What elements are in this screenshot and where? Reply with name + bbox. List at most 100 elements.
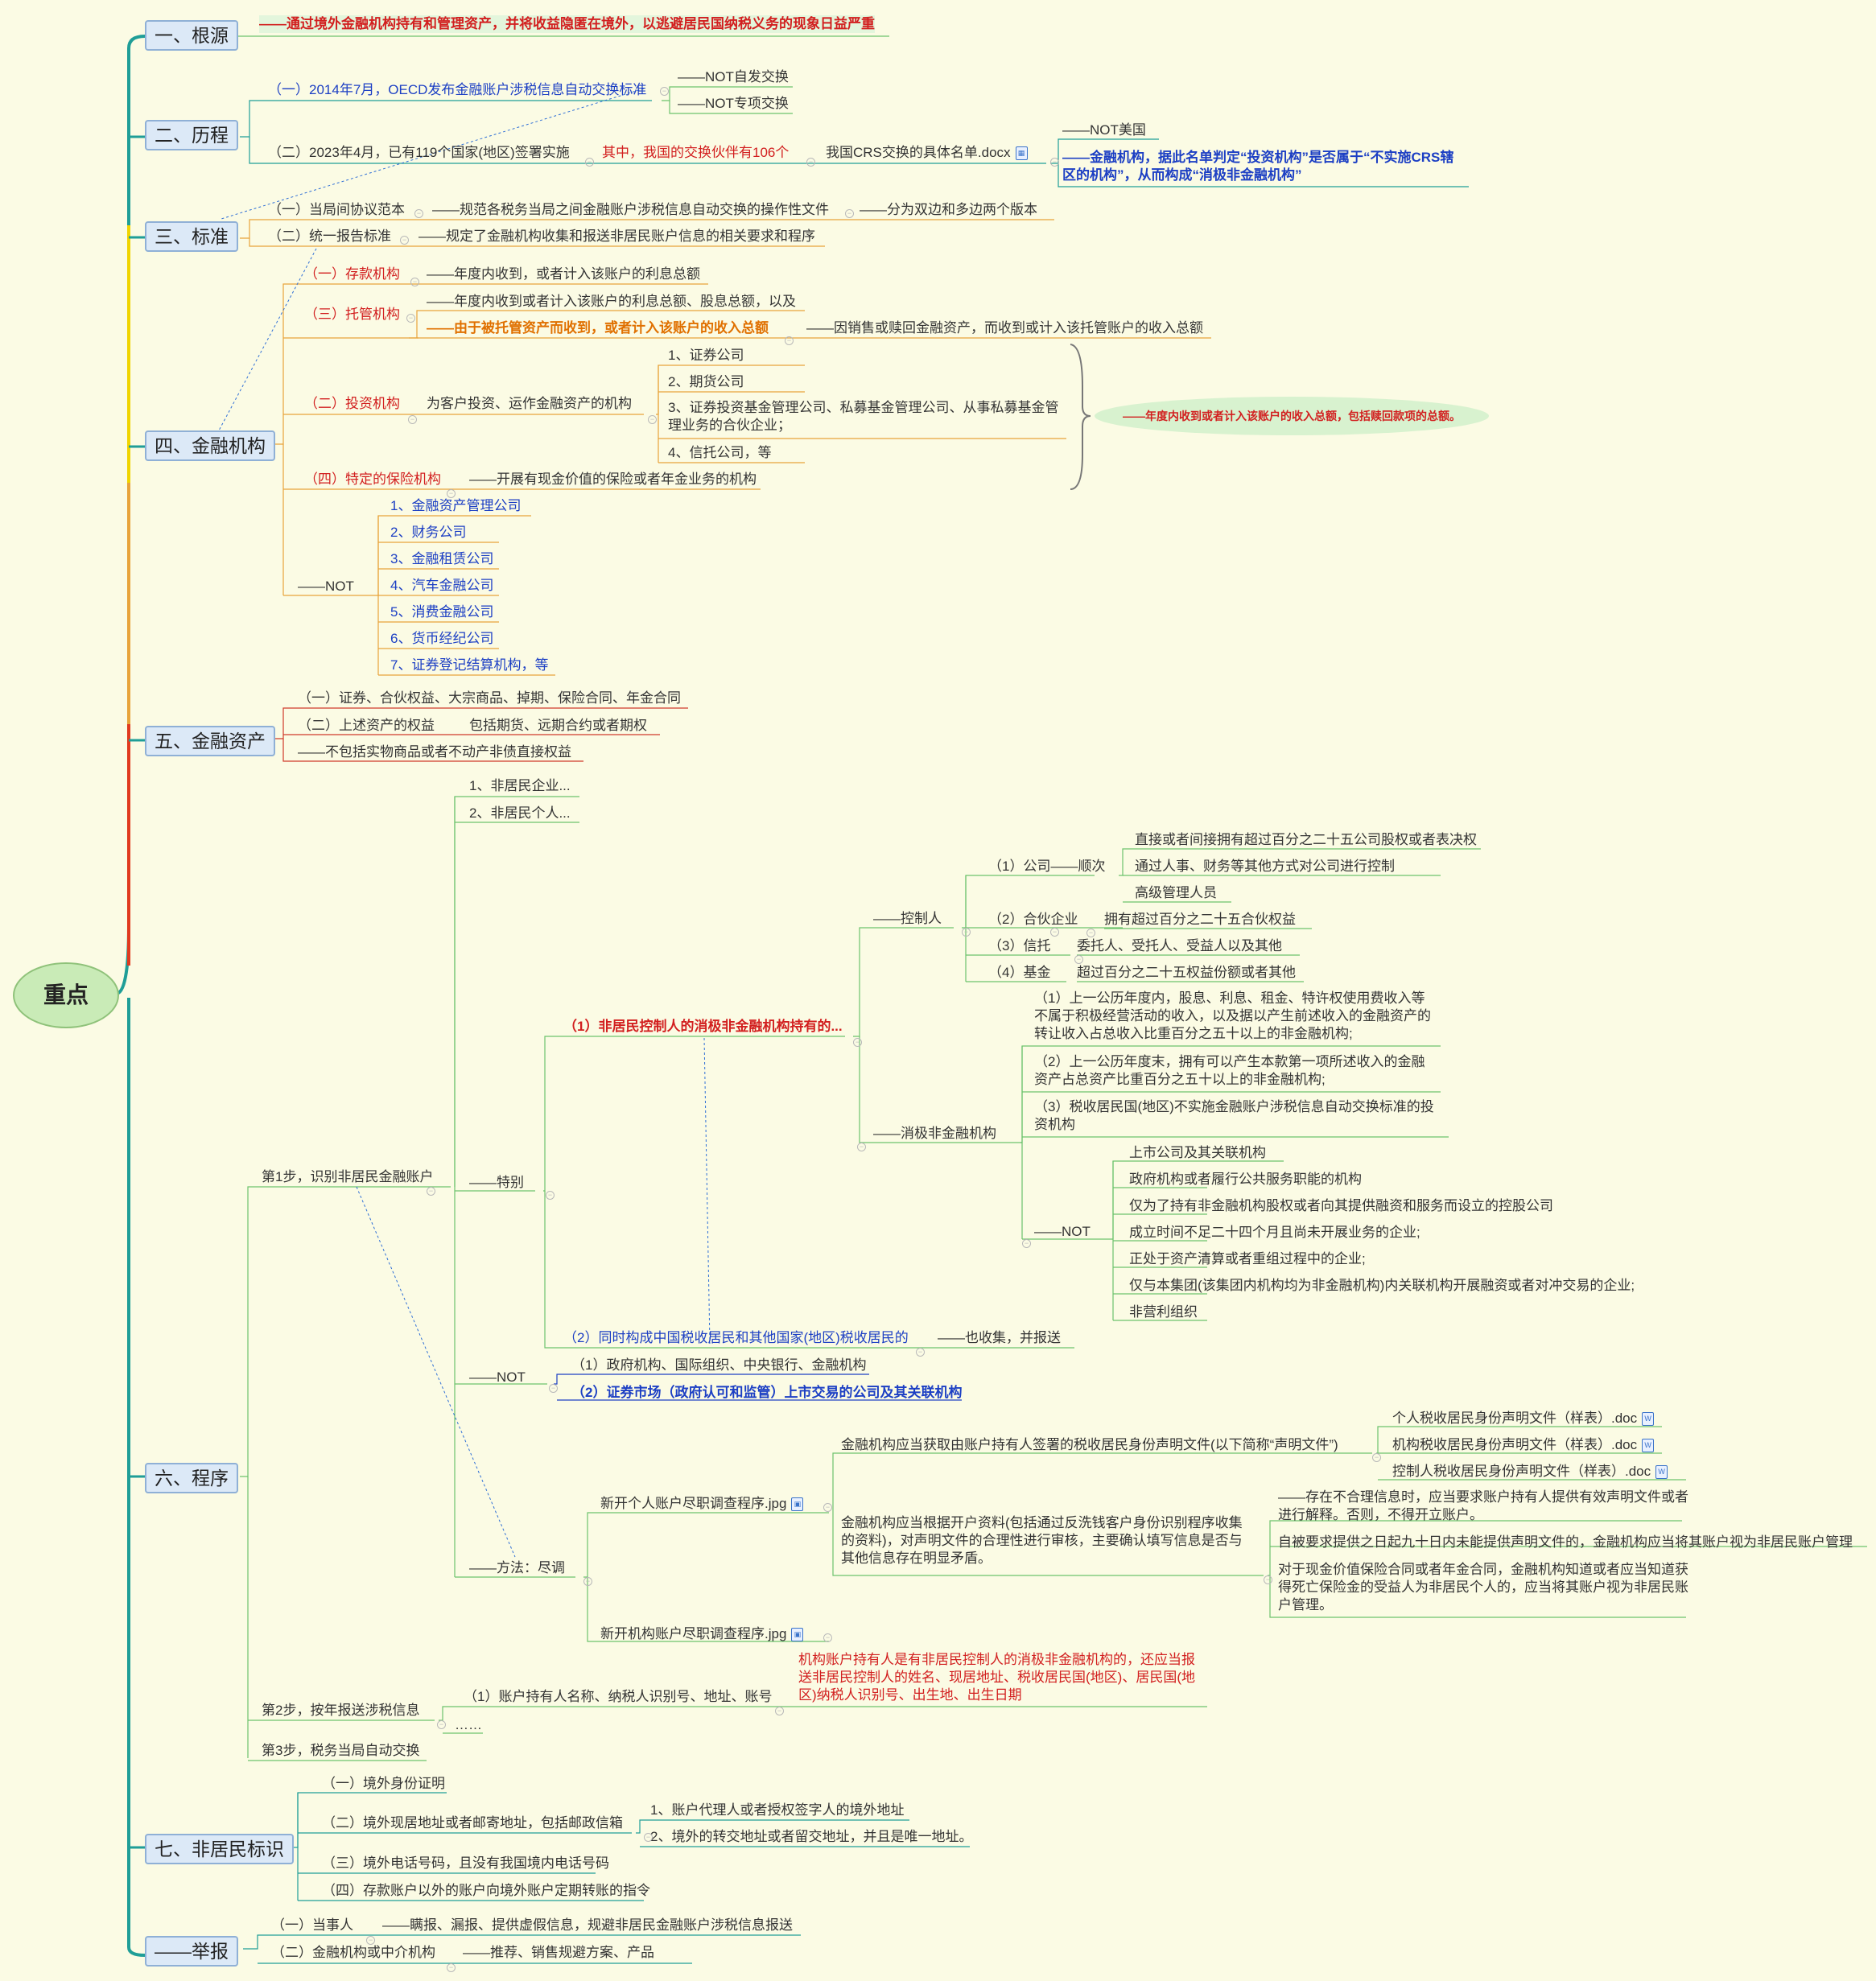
collapse-toggle-icon[interactable]: − — [1050, 928, 1059, 937]
s6-not1: （1）政府机构、国际组织、中央银行、金融机构 — [571, 1357, 867, 1373]
section-3-title[interactable]: 三、标准 — [145, 221, 238, 252]
collapse-toggle-icon[interactable]: − — [644, 1833, 653, 1842]
connector-curve — [409, 310, 805, 339]
s3-b: （二）统一报告标准 — [268, 229, 391, 244]
section-2-title[interactable]: 二、历程 — [145, 120, 238, 150]
collapse-toggle-icon[interactable]: − — [427, 1187, 435, 1196]
doc-attachment-icon[interactable]: W — [1642, 1412, 1655, 1427]
collapse-toggle-icon[interactable]: − — [823, 1633, 832, 1642]
collapse-toggle-icon[interactable]: − — [400, 236, 409, 245]
section-4-title[interactable]: 四、金融机构 — [145, 430, 275, 461]
collapse-toggle-icon[interactable]: − — [1086, 929, 1095, 937]
s6-d2-label: 机构税收居民身份声明文件（样表）.doc — [1392, 1437, 1638, 1452]
s6-inst-label: 新开机构账户尽职调查程序.jpg — [600, 1626, 787, 1641]
s6-pnot-item-4: 成立时间不足二十四个月且尚未开展业务的企业; — [1129, 1225, 1420, 1240]
s4-not-item-1: 1、金融资产管理公司 — [390, 498, 522, 513]
collapse-toggle-icon[interactable]: − — [1264, 1575, 1272, 1584]
connector-curve — [1269, 1575, 1686, 1618]
image-attachment-icon[interactable]: ▣ — [791, 1497, 804, 1512]
connector-curve — [1070, 344, 1091, 490]
image-attachment-icon[interactable]: ▣ — [791, 1628, 804, 1642]
collapse-toggle-icon[interactable]: − — [962, 928, 971, 937]
collapse-toggle-icon[interactable]: − — [916, 1348, 925, 1357]
section-5-title[interactable]: 五、金融资产 — [145, 726, 275, 756]
collapse-toggle-icon[interactable]: − — [660, 87, 669, 96]
connector-curve — [1119, 848, 1481, 876]
collapse-toggle-icon[interactable]: − — [406, 314, 415, 323]
collapse-toggle-icon[interactable]: − — [648, 415, 657, 424]
connector-curve — [240, 1186, 451, 1477]
s6-d1-label: 个人税收居民身份声明文件（样表）.doc — [1392, 1411, 1638, 1426]
collapse-toggle-icon[interactable]: − — [1074, 955, 1083, 964]
s6-pnot-item-6: 仅与本集团(该集团内机构均为非金融机构)内关联机构开展融资或者对冲交易的企业; — [1129, 1278, 1635, 1293]
s6-fund1: 超过百分之二十五权益份额或者其他 — [1077, 965, 1296, 980]
collapse-toggle-icon[interactable]: − — [447, 1963, 456, 1972]
s6-not2: （2）证券市场（政府认可和监管）上市交易的公司及其关联机构 — [571, 1385, 963, 1400]
s6-pnot-item-2: 政府机构或者履行公共服务职能的机构 — [1129, 1172, 1362, 1187]
s6-pnot-item-1: 上市公司及其关联机构 — [1129, 1145, 1266, 1160]
section-1-title[interactable]: 一、根源 — [145, 20, 238, 51]
connector-curve — [240, 219, 1054, 239]
root-node[interactable]: 重点 — [13, 962, 119, 1028]
s6-s2a: （1）账户持有人名称、纳税人识别号、地址、账号 — [464, 1689, 773, 1704]
collapse-toggle-icon[interactable]: − — [408, 415, 417, 424]
collapse-toggle-icon[interactable]: − — [853, 1038, 862, 1047]
s6-pa2: （2）上一公历年度末，拥有可以产生本款第一项所述收入的金融资产占总资产比重百分之… — [1034, 1054, 1425, 1087]
collapse-toggle-icon[interactable]: − — [785, 336, 794, 345]
s3-b1: ——规定了金融机构收集和报送非居民账户信息的相关要求和程序 — [418, 229, 815, 244]
s4-not-item-3: 3、金融租赁公司 — [390, 551, 494, 566]
s6-sp1: （1）非居民控制人的消极非金融机构持有的... — [563, 1019, 843, 1034]
s6-review: 金融机构应当根据开户资料(包括通过反洗钱客户身份识别程序收集的资料)，对声明文件… — [841, 1515, 1243, 1566]
section-8-title[interactable]: ——举报 — [145, 1936, 238, 1967]
s2-b2-label: 我国CRS交换的具体名单.docx — [826, 145, 1011, 160]
collapse-toggle-icon[interactable]: − — [549, 1384, 558, 1393]
collapse-toggle-icon[interactable]: − — [857, 1143, 866, 1151]
connector-curve — [274, 707, 688, 739]
s2-a2: ——NOT专项交换 — [678, 96, 789, 111]
collapse-toggle-icon[interactable]: − — [1372, 1453, 1381, 1462]
s6-pa1: （1）上一公历年度内，股息、利息、租金、特许权使用费收入等不属于积极经营活动的收… — [1034, 990, 1431, 1041]
s8-b: （二）金融机构或中介机构 — [271, 1945, 435, 1960]
doc-attachment-icon[interactable]: W — [1642, 1439, 1655, 1453]
collapse-toggle-icon[interactable]: − — [414, 209, 423, 218]
collapse-toggle-icon[interactable]: − — [1022, 1239, 1031, 1248]
s6-sp2a: ——也收集，并报送 — [938, 1330, 1061, 1345]
collapse-toggle-icon[interactable]: − — [806, 158, 815, 167]
s4-a: （一）存款机构 — [304, 266, 400, 282]
s2-b: （二）2023年4月，已有119个国家(地区)签署实施 — [268, 145, 570, 160]
connector-curve — [274, 283, 708, 445]
collapse-toggle-icon[interactable]: − — [447, 489, 456, 498]
collapse-toggle-icon[interactable]: − — [546, 1191, 555, 1200]
collapse-toggle-icon[interactable]: − — [1050, 158, 1059, 167]
collapse-toggle-icon[interactable]: − — [823, 1503, 832, 1512]
section-6-title[interactable]: 六、程序 — [145, 1463, 238, 1493]
collapse-toggle-icon[interactable]: − — [585, 158, 594, 167]
collapse-toggle-icon[interactable]: − — [845, 209, 854, 218]
s4-not-item-4: 4、汽车金融公司 — [390, 578, 494, 593]
s5-b: （二）上述资产的权益 — [298, 718, 435, 733]
collapse-toggle-icon[interactable]: − — [410, 278, 419, 286]
s6-s2b: …… — [455, 1717, 482, 1732]
s6-co1: 直接或者间接拥有超过百分之二十五公司股权或者表决权 — [1135, 832, 1477, 847]
s6-special: ——特别 — [469, 1175, 524, 1190]
collapse-toggle-icon[interactable]: − — [583, 1577, 592, 1586]
doc-attachment-icon[interactable]: W — [1655, 1465, 1668, 1480]
connector-curve — [127, 998, 146, 1957]
s4-b2: 2、期货公司 — [668, 374, 744, 389]
section-7-title[interactable]: 七、非居民标识 — [145, 1834, 294, 1864]
connector-curve — [240, 100, 652, 138]
collapse-toggle-icon[interactable]: − — [366, 1936, 375, 1945]
s4-c: （三）托管机构 — [304, 307, 400, 322]
s2-a1: ——NOT自发交换 — [678, 69, 789, 84]
collapse-toggle-icon[interactable]: − — [437, 1720, 446, 1729]
s3-a2: ——分为双边和多边两个版本 — [860, 202, 1037, 217]
doc-attachment-icon[interactable]: ▦ — [1015, 146, 1028, 161]
s6-trust1: 委托人、受托人、受益人以及其他 — [1077, 938, 1282, 953]
s4-b3: 3、证券投资基金管理公司、私募基金管理公司、从事私募基金管理业务的合伙企业； — [668, 400, 1059, 433]
connector-curve — [454, 796, 579, 1187]
s4-a1: ——年度内收到，或者计入该账户的利息总额 — [427, 266, 700, 282]
collapse-toggle-icon[interactable]: − — [775, 1707, 784, 1715]
connector-curve — [583, 1512, 829, 1578]
connector-curve — [543, 1036, 845, 1192]
s6-inst: 新开机构账户尽职调查程序.jpg ▣ — [600, 1625, 804, 1643]
